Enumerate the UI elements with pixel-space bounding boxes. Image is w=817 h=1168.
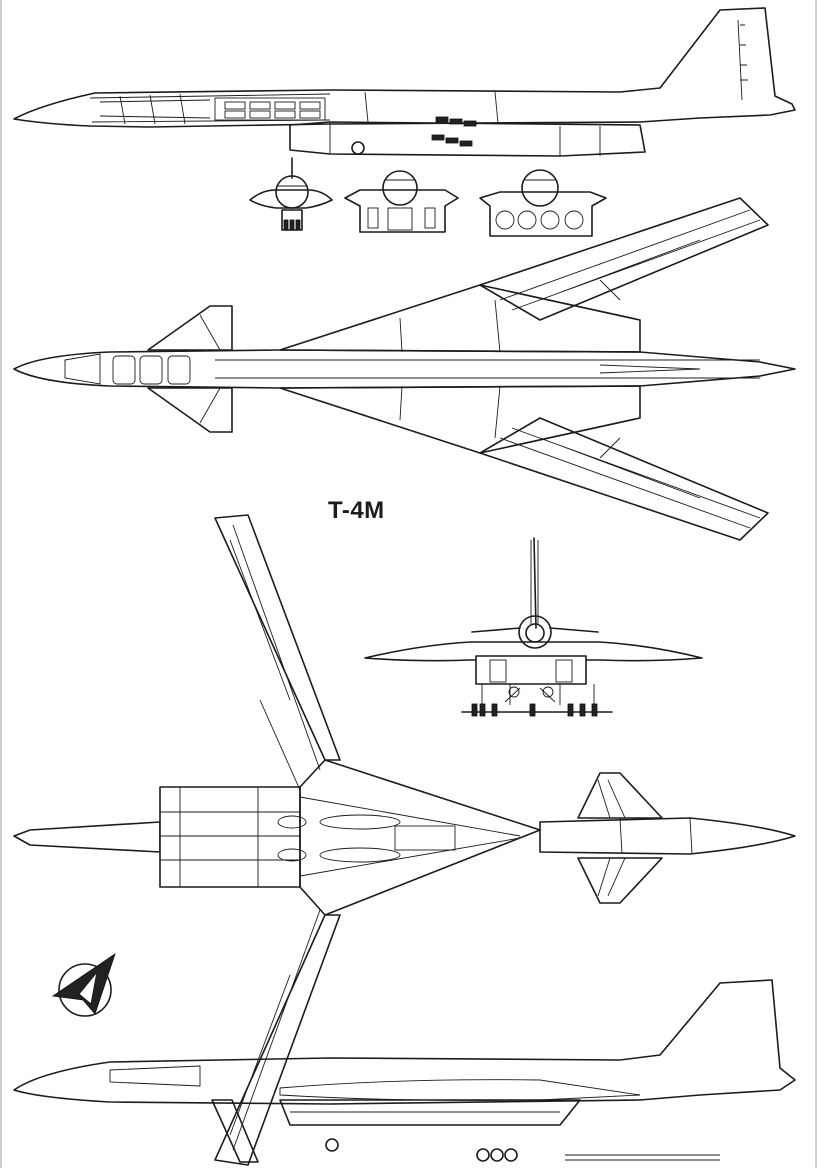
side-view-extended <box>13 979 796 1163</box>
left-border <box>0 0 2 1168</box>
side-view-swept <box>13 7 796 157</box>
right-border <box>815 0 817 1168</box>
top-view-swept <box>13 197 796 541</box>
bottom-view-extended <box>13 514 796 1166</box>
sukhoi-logo-icon <box>51 953 116 1017</box>
cross-sections <box>249 157 607 237</box>
front-view <box>364 537 703 717</box>
aircraft-designation: T-4M <box>328 497 385 524</box>
